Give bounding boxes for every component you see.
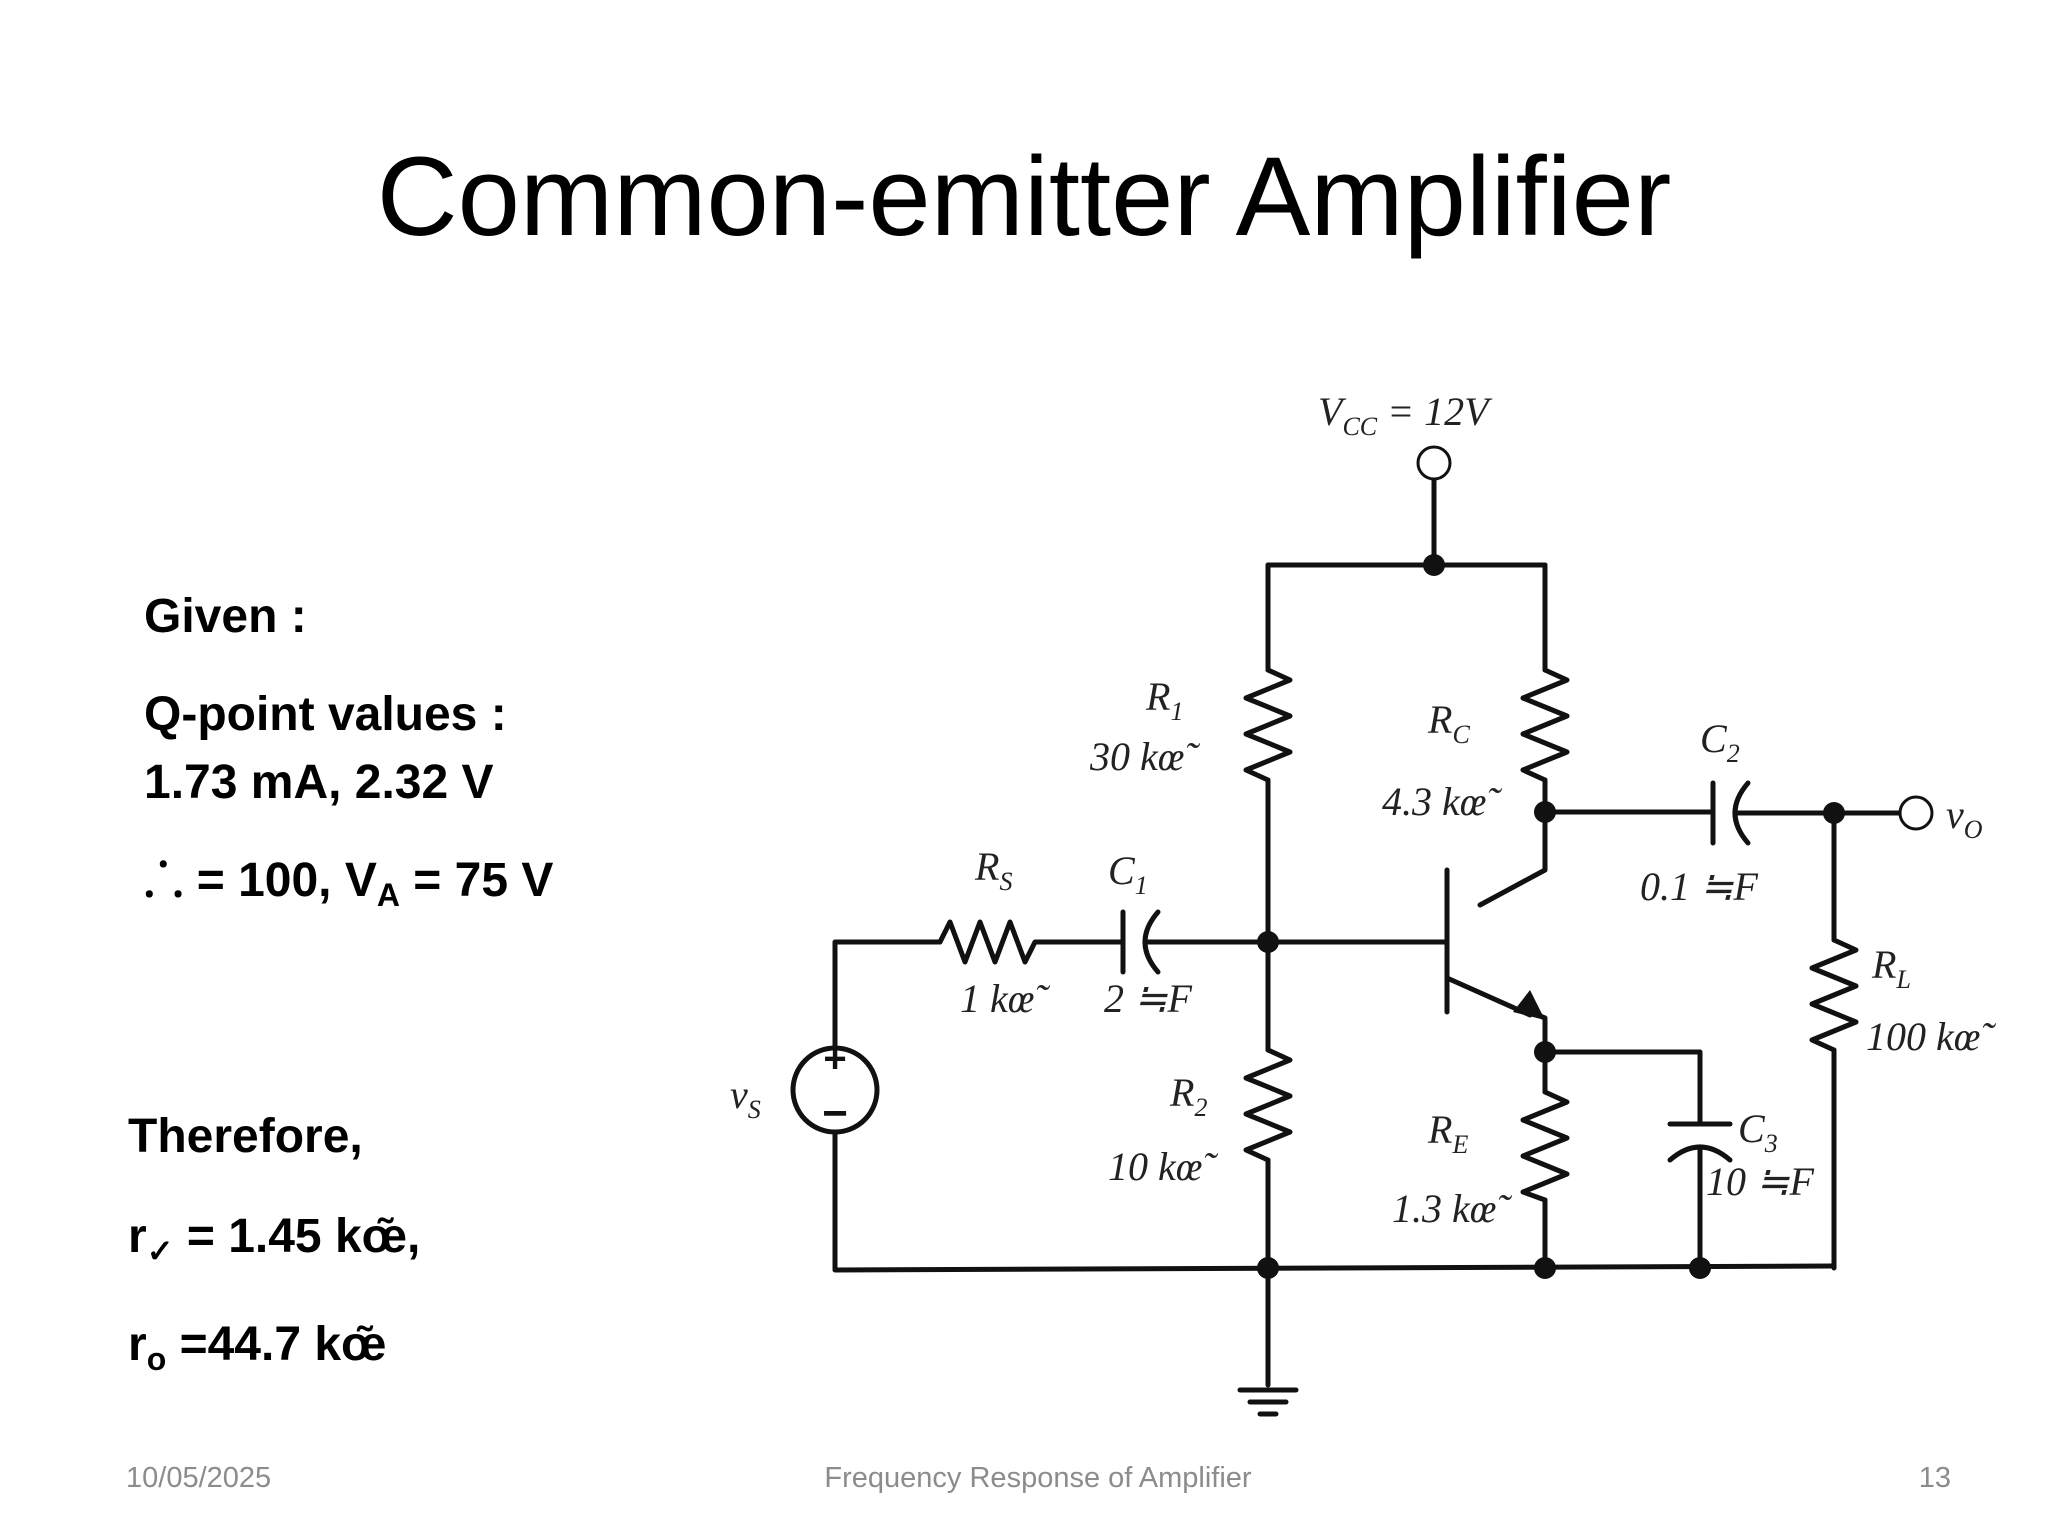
resistor-r2-zigzag <box>1243 1047 1293 1163</box>
c1-value: 2 ≒F <box>1104 976 1193 1021</box>
source-bottom-wire <box>832 1127 1837 1273</box>
footer-title: Frequency Response of Amplifier <box>824 1462 1252 1494</box>
vs-label: vS <box>730 1072 761 1124</box>
rl-value: 100 kœ̃ <box>1866 1014 1996 1059</box>
beta-symbol: ⸫ <box>144 854 184 907</box>
resistor-rc-zigzag <box>1520 667 1570 783</box>
va-equation: = 75 V <box>399 854 554 907</box>
beta-equation: = 100, V <box>183 854 377 907</box>
junction-collector <box>1534 801 1556 823</box>
junction-base <box>1257 931 1279 953</box>
ground-icon <box>1237 1387 1299 1417</box>
ro-r: r <box>128 1318 147 1371</box>
rc-value: 4.3 kœ̃ <box>1382 779 1502 824</box>
junction-output <box>1823 802 1845 824</box>
rl-name: RL <box>1871 942 1911 994</box>
c3-value: 10 ≒F <box>1706 1159 1815 1204</box>
rc-name: RC <box>1427 697 1470 749</box>
c3-top-wire <box>1542 1049 1703 1127</box>
c2-value: 0.1 ≒F <box>1640 864 1759 909</box>
source-plus: + <box>823 1037 846 1081</box>
rpi-r: r <box>128 1210 147 1263</box>
footer-date: 10/05/2025 <box>126 1462 272 1494</box>
given-heading: Given : <box>144 590 307 643</box>
r2-name: R2 <box>1169 1070 1207 1122</box>
capacitor-c3-plate-curved <box>1667 1144 1733 1163</box>
ro-value: =44.7 kœ̃ <box>166 1318 387 1371</box>
r2-value: 10 kœ̃ <box>1108 1144 1218 1189</box>
resistor-rl-zigzag <box>1809 937 1859 1053</box>
rc-bottom-wire <box>1477 777 1548 908</box>
r1-value: 30 kœ̃ <box>1089 734 1200 779</box>
resistor-rs-zigzag <box>937 919 1048 965</box>
qpoint-values: 1.73 mA, 2.32 V <box>144 756 494 809</box>
rs-name: RS <box>974 844 1012 896</box>
rs-value: 1 kœ̃ <box>960 976 1050 1021</box>
c3-name: C3 <box>1738 1106 1778 1158</box>
qpoint-label: Q-point values : <box>144 688 507 741</box>
c2-name: C2 <box>1700 716 1740 768</box>
vo-terminal <box>1898 795 1934 831</box>
va-subscript: A <box>376 877 400 913</box>
source-input-wire <box>832 939 943 1053</box>
re-name: RE <box>1427 1107 1468 1159</box>
voltage-source-circle <box>790 1045 880 1135</box>
ro-line: ro =44.7 kœ̃ <box>128 1316 386 1378</box>
ro-subscript: o <box>146 1341 167 1377</box>
rpi-value: = 1.45 kœ̃, <box>173 1210 421 1263</box>
junction-ground-r2 <box>1257 1257 1279 1279</box>
capacitor-c2-plate-curved <box>1732 780 1751 846</box>
r1-name: R1 <box>1145 674 1183 726</box>
junction-dots <box>1257 554 1845 1279</box>
therefore-heading: Therefore, <box>128 1110 363 1163</box>
vcc-terminal <box>1416 445 1452 481</box>
capacitor-c1-plate-curved <box>1142 909 1161 975</box>
junction-ground-re <box>1534 1257 1556 1279</box>
junction-ground-c3 <box>1689 1257 1711 1279</box>
source-minus: − <box>822 1089 848 1138</box>
rpi-subscript: ✓ <box>146 1233 174 1269</box>
vcc-label: VCC = 12V <box>1318 389 1493 441</box>
footer-page-number: 13 <box>1918 1462 1951 1494</box>
junction-emitter <box>1534 1041 1556 1063</box>
rpi-line: r✓ = 1.45 kœ̃, <box>128 1208 420 1270</box>
slide-title: Common-emitter Amplifier <box>376 134 1672 259</box>
transistor-emitter-arrow <box>1513 990 1545 1020</box>
resistor-r1-zigzag <box>1243 667 1293 783</box>
junction-vcc <box>1423 554 1445 576</box>
re-value: 1.3 kœ̃ <box>1392 1186 1512 1231</box>
circuit-wires <box>832 477 1913 1388</box>
beta-line: ⸫ = 100, VA = 75 V <box>144 852 553 914</box>
vo-label: vO <box>1946 792 1983 844</box>
c1-name: C1 <box>1108 848 1148 900</box>
resistor-re-zigzag <box>1520 1089 1570 1203</box>
